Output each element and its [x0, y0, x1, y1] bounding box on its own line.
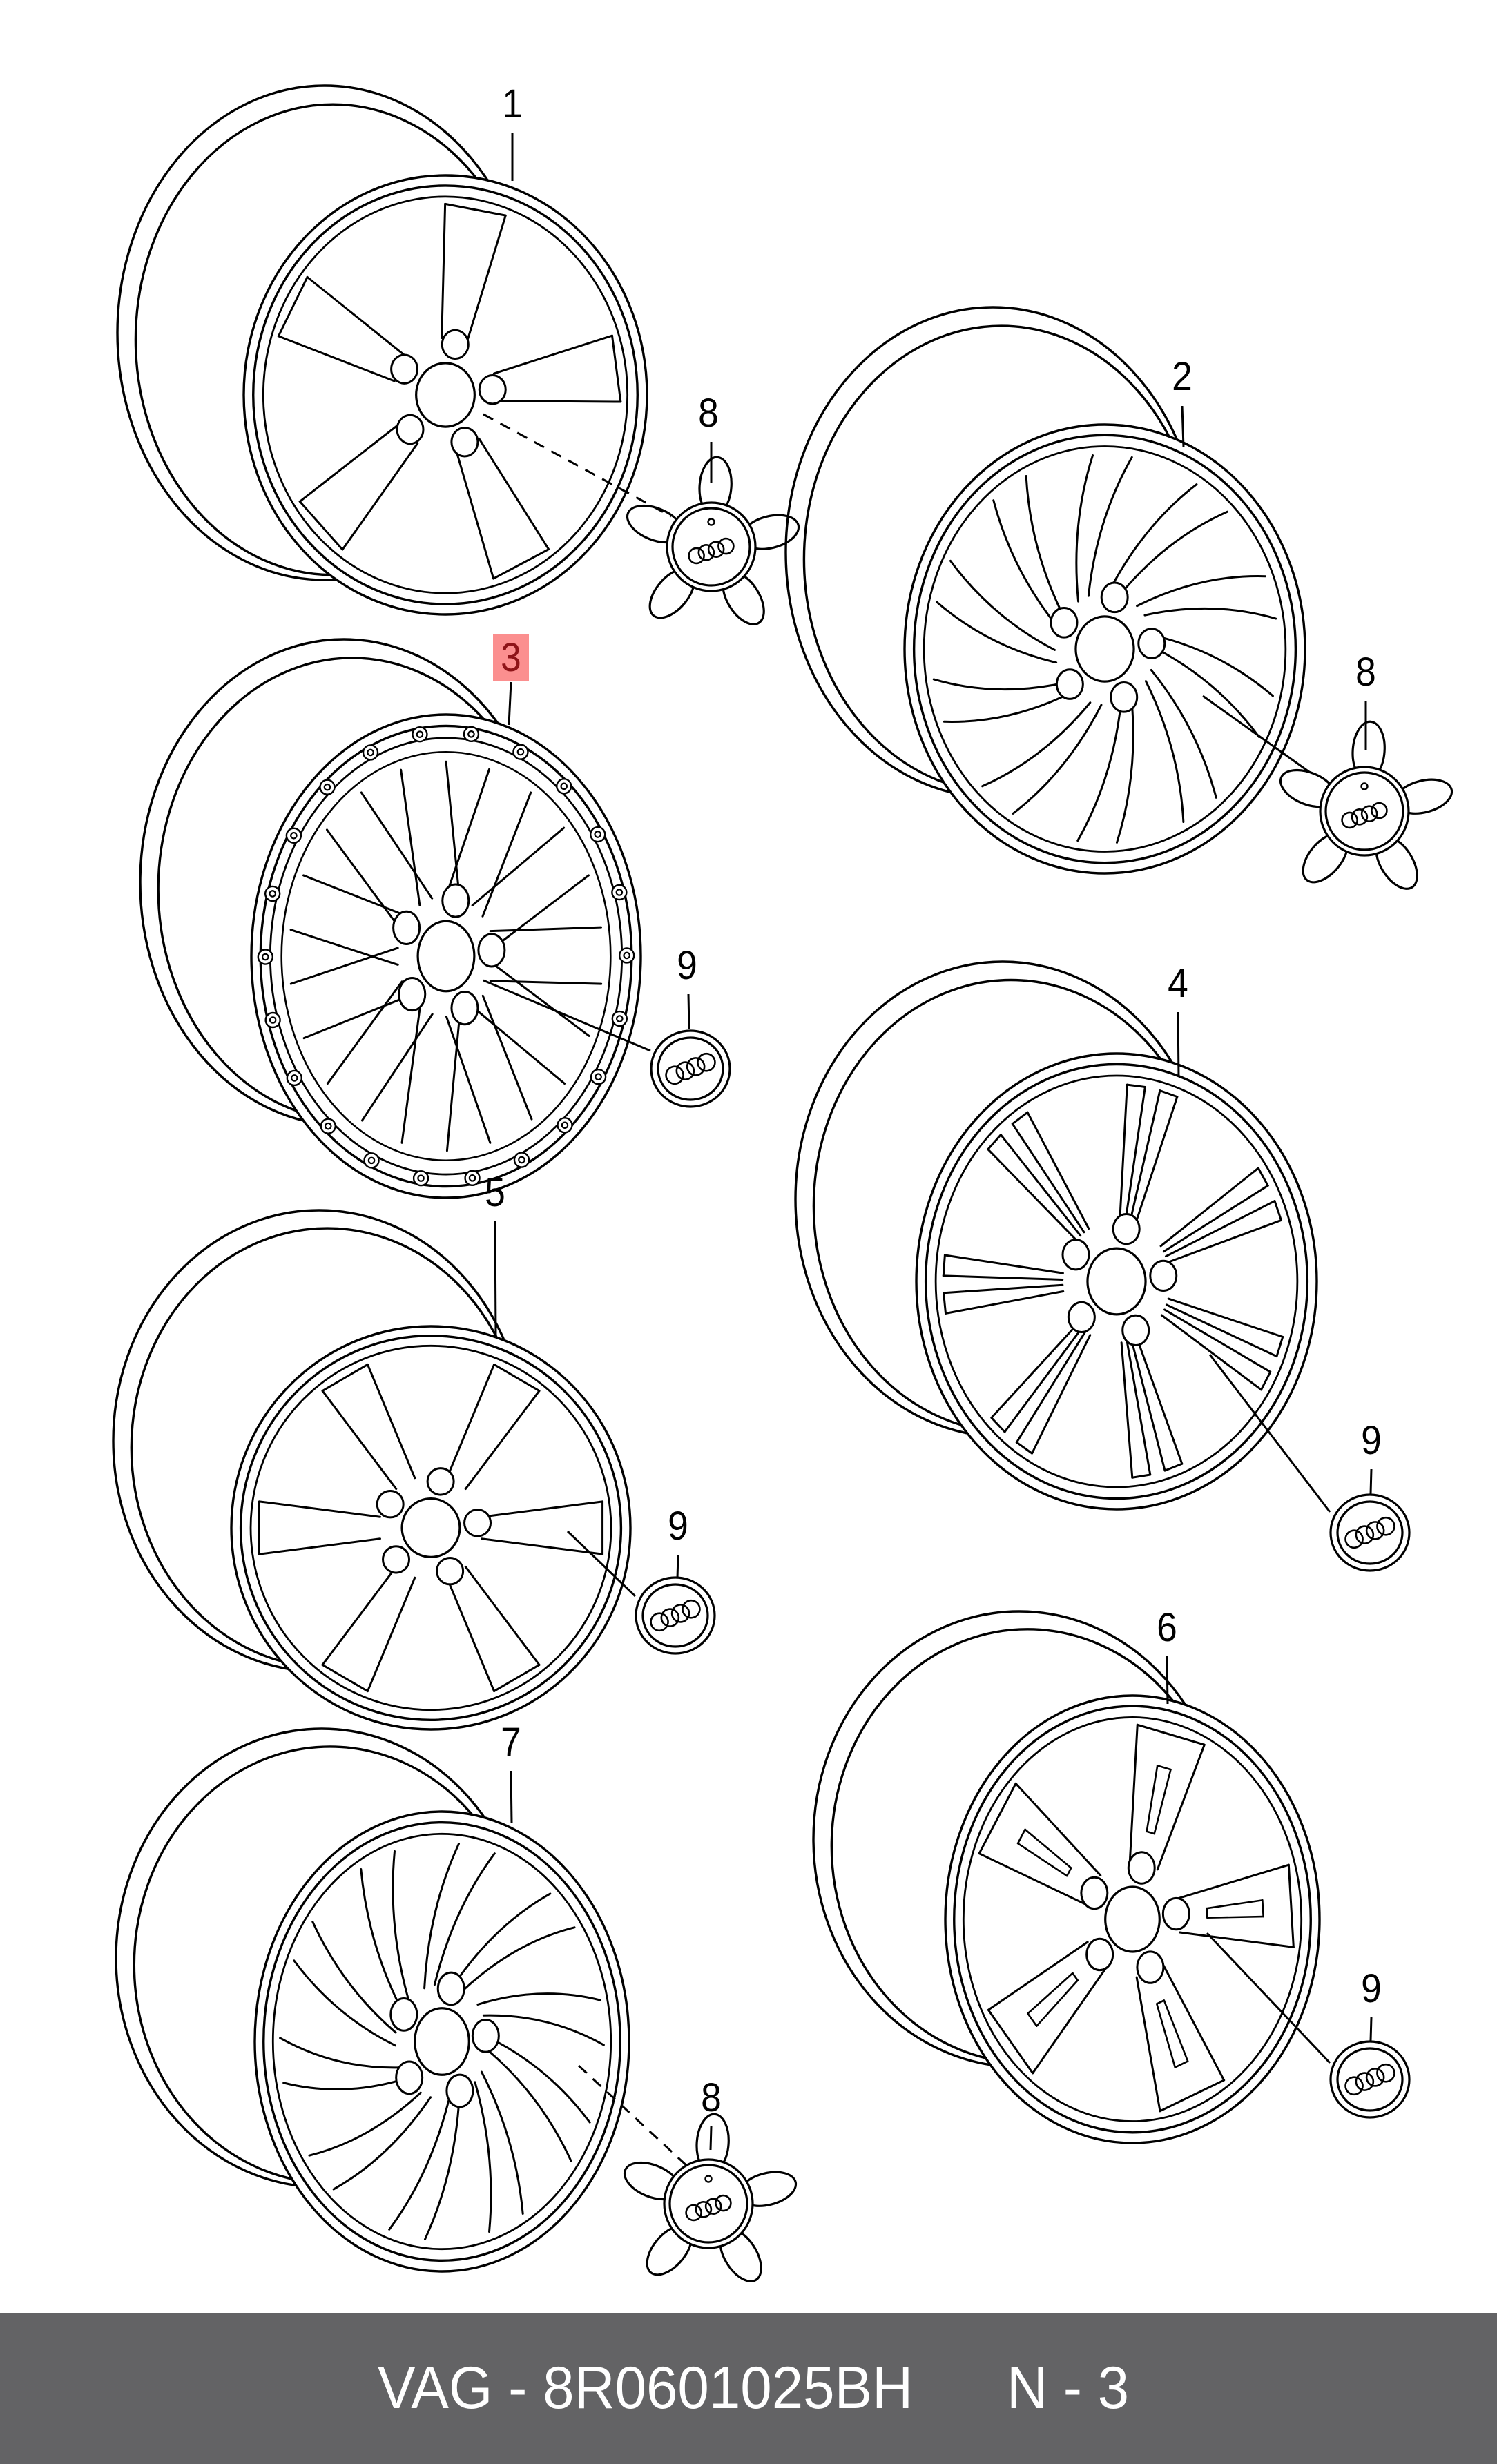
svg-text:6: 6: [1157, 1605, 1177, 1650]
callout-7: 7: [501, 1720, 521, 1823]
audi-rings-icon: [685, 2194, 732, 2222]
center-cap-round-item-9: [1329, 1493, 1411, 1572]
svg-text:9: 9: [1361, 1966, 1382, 2011]
svg-text:9: 9: [677, 943, 697, 988]
svg-text:2: 2: [1172, 354, 1192, 399]
svg-text:9: 9: [668, 1504, 688, 1549]
audi-rings-icon: [1344, 2063, 1395, 2096]
wheel-2-illustration: [784, 306, 1306, 875]
svg-text:8: 8: [701, 2075, 722, 2120]
center-cap-round-item-9: [650, 1029, 731, 1108]
callout-4: 4: [1168, 961, 1188, 1078]
leader-line: [1208, 1354, 1331, 1513]
leader-line: [483, 979, 651, 1052]
callout-8: 8: [701, 2075, 722, 2151]
leader-line: [483, 413, 672, 518]
callout-3-highlight: 3: [493, 634, 529, 726]
callout-9: 9: [677, 943, 697, 1029]
audi-rings-icon: [688, 537, 735, 565]
wheel-3-illustration: [139, 638, 642, 1199]
callout-6: 6: [1157, 1605, 1177, 1705]
svg-text:4: 4: [1168, 961, 1188, 1006]
center-cap-star-item-8: [626, 456, 800, 625]
center-cap-round-item-9: [1329, 2040, 1411, 2119]
callout-8: 8: [698, 391, 719, 483]
wheel-7-illustration: [115, 1727, 630, 2273]
leader-line: [577, 2064, 690, 2169]
svg-text:5: 5: [485, 1170, 505, 1215]
svg-text:8: 8: [1355, 650, 1376, 695]
callout-2: 2: [1172, 354, 1192, 448]
svg-text:9: 9: [1361, 1418, 1382, 1463]
footer-part-code: VAG - 8R0601025BH: [378, 2355, 914, 2421]
audi-rings-icon: [665, 1052, 716, 1085]
footer-bar: VAG - 8R0601025BH N - 3: [0, 2313, 1497, 2464]
audi-rings-icon: [650, 1599, 701, 1632]
leader-line: [566, 1530, 637, 1598]
wheel-5-illustration: [112, 1209, 632, 1731]
center-cap-star-item-8: [623, 2113, 798, 2282]
callout-8: 8: [1355, 650, 1376, 750]
leader-line: [1202, 695, 1310, 773]
wheel-6-illustration: [812, 1610, 1321, 2144]
callout-9: 9: [1361, 1418, 1382, 1495]
center-cap-round-item-9: [635, 1576, 716, 1655]
svg-text:3: 3: [501, 635, 521, 680]
footer-page-number: N - 3: [1007, 2355, 1130, 2421]
audi-rings-icon: [1344, 1516, 1395, 1549]
callout-9: 9: [1361, 1966, 1382, 2041]
svg-text:8: 8: [698, 391, 719, 436]
wheel-4-illustration: [794, 960, 1318, 1511]
svg-text:1: 1: [502, 81, 523, 126]
callout-5: 5: [485, 1170, 505, 1336]
audi-rings-icon: [1341, 802, 1388, 829]
callout-9: 9: [668, 1504, 688, 1579]
callout-1: 1: [502, 81, 523, 181]
svg-text:7: 7: [501, 1720, 521, 1765]
leader-line: [1206, 1932, 1331, 2064]
center-cap-star-item-8: [1279, 720, 1453, 890]
wheel-1-illustration: [116, 84, 648, 616]
